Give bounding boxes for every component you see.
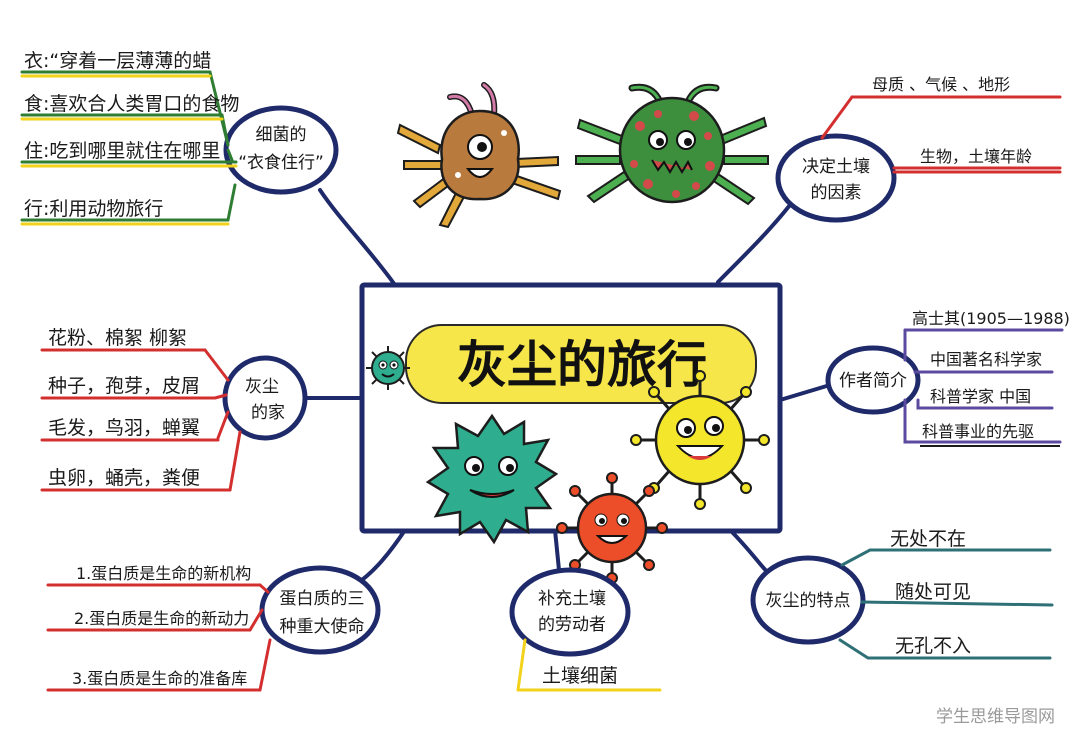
dust-features-item-1: 无处不在 xyxy=(890,528,966,550)
author-item-2: 中国著名科学家 xyxy=(930,350,1042,369)
node-soil-factors-line1: 决定土壤 xyxy=(802,156,870,177)
node-clothing-food xyxy=(223,105,339,195)
clothing-food-item-4: 行:利用动物旅行 xyxy=(24,198,163,220)
node-author-label: 作者简介 xyxy=(839,371,907,391)
node-clothing-food-line1: 细菌的 xyxy=(256,125,307,145)
connector-protein xyxy=(353,528,407,587)
node-author xyxy=(825,345,921,415)
soil-worker-item-1: 土壤细菌 xyxy=(542,665,618,687)
connectors xyxy=(298,188,832,587)
center-title: 灰尘的旅行 xyxy=(457,336,707,394)
branch-dust-home: 灰尘 的家 花粉、棉絮 柳絮 种子，孢芽，皮屑 毛发，鸟羽，蝉翼 虫卵，蛹壳，粪… xyxy=(40,327,308,492)
title-highlight xyxy=(405,324,757,404)
watermark: 学生思维导图网 xyxy=(936,707,1055,727)
author-item-4: 科普事业的先驱 xyxy=(922,422,1034,441)
node-dust-features xyxy=(750,555,866,645)
branch-protein: 蛋白质的三 种重大使命 1.蛋白质是生命的新机构 2.蛋白质是生命的新动力 3.… xyxy=(46,564,381,692)
node-soil-worker-line2: 的劳动者 xyxy=(538,615,606,635)
small-green-germ-icon xyxy=(366,346,410,390)
clothing-food-item-2: 食:喜欢合人类胃口的食物 xyxy=(24,93,239,115)
node-dust-features-label: 灰尘的特点 xyxy=(766,591,851,611)
protein-item-2: 2.蛋白质是生命的新动力 xyxy=(74,609,249,628)
soil-factors-item-2: 生物，土壤年龄 xyxy=(920,147,1032,166)
branch-clothing-food: 细菌的 “衣食住行” 衣:“穿着一层薄薄的蜡 食:喜欢合人类胃口的食物 住:吃到… xyxy=(20,50,339,226)
clothing-food-item-1: 衣:“穿着一层薄薄的蜡 xyxy=(24,50,211,72)
protein-item-1: 1.蛋白质是生命的新机构 xyxy=(76,564,251,583)
dust-features-item-3: 无孔不入 xyxy=(895,635,971,657)
protein-item-3: 3.蛋白质是生命的准备库 xyxy=(72,669,247,688)
clothing-food-item-3: 住:吃到哪里就住在哪里 xyxy=(24,140,220,162)
yellow-germ-icon xyxy=(630,370,770,510)
author-item-1: 高士其(1905—1988) xyxy=(912,309,1070,328)
branch-soil-worker: 补充土壤 的劳动者 土壤细菌 xyxy=(509,567,662,692)
node-clothing-food-line2: “衣食住行” xyxy=(238,153,324,173)
node-soil-worker-line1: 补充土壤 xyxy=(538,588,606,609)
node-protein-line1: 蛋白质的三 xyxy=(280,589,365,609)
node-soil-factors-line2: 的因素 xyxy=(811,183,862,203)
brown-germ-icon xyxy=(396,82,562,229)
soil-factors-item-1: 母质 、气候 、地形 xyxy=(872,75,1010,94)
node-soil-worker xyxy=(509,567,631,657)
author-item-3: 科普学家 中国 xyxy=(930,387,1031,406)
branch-soil-factors: 决定土壤 的因素 母质 、气候 、地形 生物，土壤年龄 xyxy=(775,75,1062,223)
node-dust-home-line1: 灰尘 xyxy=(245,377,279,397)
node-dust-home-line2: 的家 xyxy=(251,403,285,423)
node-protein xyxy=(259,565,381,655)
branch-author: 作者简介 高士其(1905—1988) 中国著名科学家 科普学家 中国 科普事业… xyxy=(825,309,1070,447)
node-protein-line2: 种重大使命 xyxy=(280,616,365,637)
dust-home-item-1: 花粉、棉絮 柳絮 xyxy=(48,327,187,349)
connector-author xyxy=(778,383,832,402)
node-dust-home xyxy=(222,355,308,441)
dust-home-item-3: 毛发，鸟羽，蝉翼 xyxy=(48,417,200,439)
dust-features-item-2: 随处可见 xyxy=(895,581,971,603)
branch-dust-features: 灰尘的特点 无处不在 随处可见 无孔不入 xyxy=(750,528,1054,660)
dust-home-item-4: 虫卵，蛹壳，粪便 xyxy=(48,467,200,489)
node-soil-factors xyxy=(775,133,897,223)
connector-clothing-food xyxy=(318,188,397,287)
dark-green-germ-icon xyxy=(575,83,769,206)
connector-dust-features xyxy=(728,528,772,577)
red-germ-icon xyxy=(556,472,668,584)
dust-home-item-2: 种子，孢芽，皮屑 xyxy=(48,375,200,397)
connector-soil-factors xyxy=(716,203,792,284)
teal-germ-icon xyxy=(425,413,559,545)
